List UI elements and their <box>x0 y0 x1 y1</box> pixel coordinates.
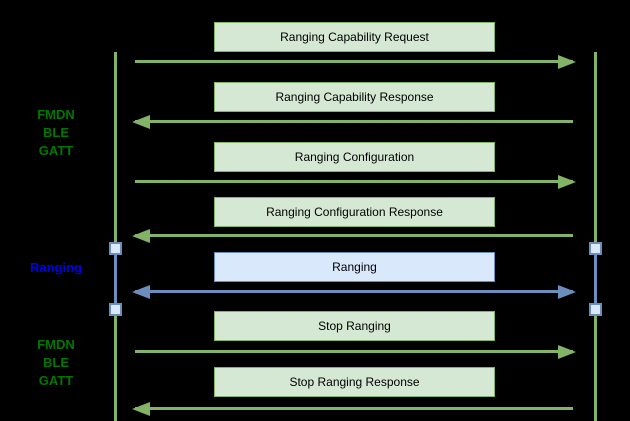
arrowhead-right-icon <box>558 345 576 359</box>
section-label-line: BLE <box>43 355 69 370</box>
lifeline-left <box>114 52 117 421</box>
activation-marker <box>589 303 602 316</box>
arrow-ranging-configuration <box>133 175 576 189</box>
arrow-shaft <box>135 120 573 123</box>
arrowhead-left-icon <box>132 115 150 129</box>
arrow-shaft <box>135 350 573 353</box>
section-label-line: GATT <box>38 143 74 158</box>
section-label-fmdn-ble-gatt-top: FMDN BLE GATT <box>10 106 102 160</box>
lifeline-right-ranging-segment <box>594 248 597 310</box>
message-box-stop-ranging-response: Stop Ranging Response <box>214 367 495 397</box>
section-label-ranging: Ranging <box>10 259 102 277</box>
section-label-line: GATT <box>38 373 74 388</box>
arrow-stop-ranging-response <box>132 402 575 416</box>
arrowhead-left-icon <box>132 402 150 416</box>
arrowhead-left-icon <box>132 229 150 243</box>
message-box-ranging: Ranging <box>214 252 495 282</box>
arrowhead-right-icon <box>558 55 576 69</box>
arrowhead-right-icon <box>558 175 576 189</box>
message-box-ranging-configuration-response: Ranging Configuration Response <box>214 197 495 227</box>
message-box-ranging-capability-response: Ranging Capability Response <box>214 82 495 112</box>
section-label-fmdn-ble-gatt-bottom: FMDN BLE GATT <box>10 336 102 390</box>
activation-marker <box>109 242 122 255</box>
arrowhead-left-icon <box>132 285 150 299</box>
section-label-line: FMDN <box>37 107 75 122</box>
arrow-shaft <box>135 234 573 237</box>
lifeline-left-ranging-segment <box>114 248 117 310</box>
message-box-ranging-capability-request: Ranging Capability Request <box>214 22 495 52</box>
activation-marker <box>109 303 122 316</box>
arrow-ranging-capability-request <box>133 55 576 69</box>
arrow-shaft <box>135 407 573 410</box>
arrowhead-right-icon <box>558 285 576 299</box>
section-label-line: Ranging <box>30 260 82 275</box>
arrow-ranging-bidirectional <box>132 285 576 299</box>
arrow-ranging-configuration-response <box>132 229 575 243</box>
arrow-shaft <box>135 60 573 63</box>
lifeline-right <box>594 52 597 421</box>
activation-marker <box>589 242 602 255</box>
section-label-line: BLE <box>43 125 69 140</box>
arrow-ranging-capability-response <box>132 115 575 129</box>
message-box-stop-ranging: Stop Ranging <box>214 311 495 341</box>
arrow-stop-ranging <box>133 345 576 359</box>
message-box-ranging-configuration: Ranging Configuration <box>214 142 495 172</box>
section-label-line: FMDN <box>37 337 75 352</box>
arrow-shaft <box>135 290 573 293</box>
arrow-shaft <box>135 180 573 183</box>
